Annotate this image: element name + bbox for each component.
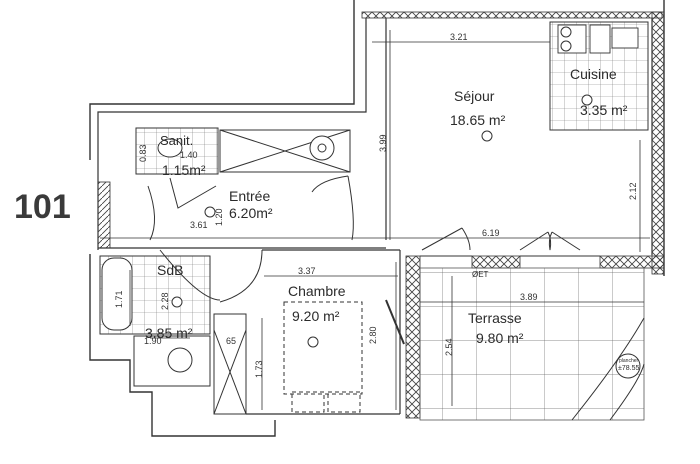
room-name-sanit: Sanit. (160, 133, 194, 148)
facade-pillar-left (405, 255, 421, 419)
storage-cross (219, 129, 351, 173)
dim-terrasse-width: 3.89 (520, 292, 538, 302)
dim-sejour-depth: 3.99 (378, 134, 388, 152)
washbasin-unit (133, 335, 211, 387)
drainboard-icon (589, 24, 611, 54)
cooktop-icon (557, 24, 587, 54)
terrace-fixture: ØET (472, 270, 489, 279)
dim-sdb-depth: 2.28 (160, 292, 170, 310)
ceiling-light-points (171, 94, 593, 308)
sink-icon (611, 27, 639, 49)
dim-sdb-bath: 1.71 (114, 290, 124, 308)
terrace-tiles (419, 267, 645, 421)
dim-sanit-width: 1.40 (180, 150, 198, 160)
dim-entree-height: 1.20 (214, 208, 224, 226)
washbasin-icon (167, 347, 193, 373)
french-doors (421, 227, 581, 251)
unit-number: 101 (14, 188, 71, 226)
level-marker-icon (615, 353, 641, 379)
room-name-sejour: Séjour (454, 88, 495, 104)
room-area-sejour: 18.65 m² (450, 112, 506, 128)
room-name-entree: Entrée (229, 188, 271, 204)
dim-terrasse-depth: 2.54 (444, 338, 454, 356)
dim-closet: 65 (226, 336, 237, 346)
ceiling-light-icon (307, 336, 319, 348)
dim-chambre-depth: 2.80 (368, 326, 378, 344)
room-area-sanit: 1.15m² (162, 162, 206, 178)
dim-sanit-depth: 0.83 (138, 144, 148, 162)
room-area-sdb: 3.85 m² (145, 325, 193, 341)
room-area-terrasse: 9.80 m² (476, 330, 524, 346)
room-area-entree: 6.20m² (229, 205, 273, 221)
toilet-icon (157, 138, 183, 158)
level-marker-label: plancher (619, 358, 639, 364)
room-name-sdb: SdB (157, 262, 184, 278)
dim-chambre-width: 3.37 (298, 266, 316, 276)
water-heater-icon (309, 135, 335, 161)
dim-entree-width: 3.61 (190, 220, 208, 230)
bed-outline (283, 301, 363, 413)
level-marker-value: ±78.55 (618, 365, 640, 372)
room-area-cuisine: 3.35 m² (580, 102, 628, 118)
north-wall (361, 11, 663, 19)
room-name-cuisine: Cuisine (570, 66, 617, 82)
dim-facade: 6.19 (482, 228, 500, 238)
bathtub-icon (101, 257, 133, 331)
room-name-chambre: Chambre (288, 283, 346, 299)
east-wall (651, 11, 665, 275)
closet-cross (213, 313, 247, 415)
dim-sdb-width: 1.90 (144, 336, 162, 346)
room-area-chambre: 9.20 m² (292, 308, 340, 324)
dim-living-right: 2.12 (628, 182, 638, 200)
dim-chambre-wardrobe: 1.73 (254, 360, 264, 378)
room-name-terrasse: Terrasse (468, 310, 522, 326)
dim-sejour-width: 3.21 (450, 32, 468, 42)
